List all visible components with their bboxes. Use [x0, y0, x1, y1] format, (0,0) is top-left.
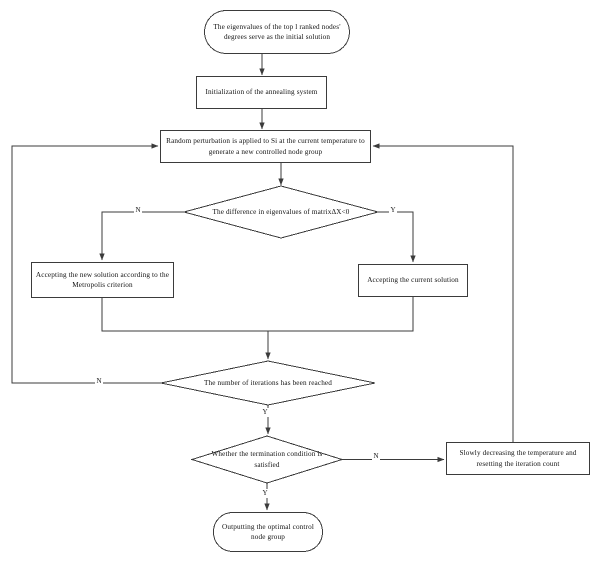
- edge-decision-iterations-no: [11, 143, 161, 384]
- edge-label-iterations-no: N: [95, 377, 104, 386]
- node-cooling-shape: [446, 442, 590, 475]
- edge-label-iterations-yes: Y: [261, 408, 270, 417]
- edge-decision-eigen-yes: [378, 211, 416, 263]
- node-perturb-shape: [160, 130, 371, 163]
- node-accept-metropolis-shape: [31, 262, 174, 298]
- node-decision-eigen-shape: [182, 185, 380, 239]
- node-accept-current-shape: [358, 264, 468, 297]
- edge-label-eigen-yes: Y: [389, 206, 398, 215]
- node-start-shape: [204, 10, 350, 54]
- edge-label-termination-yes: Y: [261, 489, 270, 498]
- node-output-shape: [213, 512, 323, 552]
- node-decision-termination-shape: [190, 435, 344, 484]
- node-decision-iterations-shape: [160, 360, 376, 406]
- edge-decision-eigen-no: [99, 211, 184, 261]
- edge-label-termination-no: N: [372, 452, 381, 461]
- edge-accept-current-to-merge: [268, 297, 414, 332]
- edge-label-eigen-no: N: [134, 206, 143, 215]
- edge-cooling-to-perturb: [372, 143, 514, 442]
- node-init-shape: [196, 76, 327, 109]
- edge-accept-metropolis-to-merge: [101, 298, 268, 332]
